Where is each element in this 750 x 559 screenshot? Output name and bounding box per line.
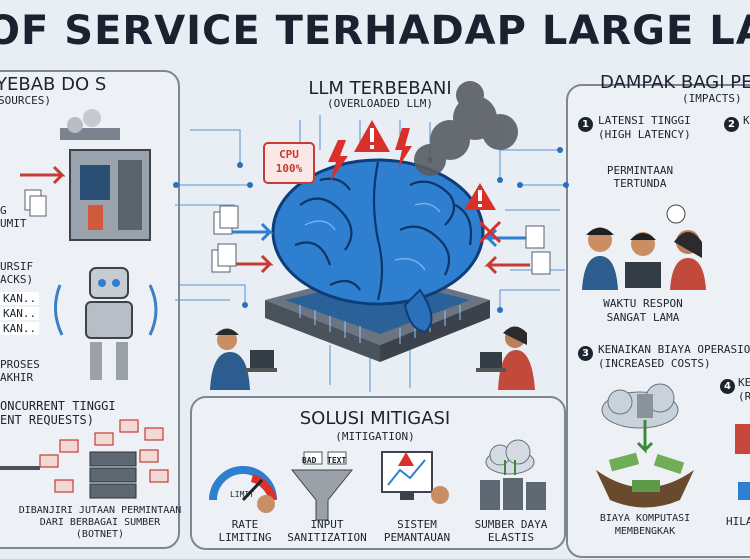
impact-3-line: KENAIKAN BIAYA OPERASIO	[598, 343, 750, 356]
response-line: WAKTU RESPON	[603, 297, 683, 310]
pending-line: PERMINTAAN	[606, 164, 674, 177]
cause-5-line: DIBANJIRI JUTAAN PERMINTAAN	[18, 505, 182, 516]
impacts-subheader: (IMPACTS)	[682, 92, 742, 105]
mitigation-subheader: (MITIGATION)	[335, 430, 415, 443]
cause-3-line: AKHIR	[0, 371, 34, 384]
impact-3-line: (INCREASED COSTS)	[598, 357, 711, 370]
mitigation-item-line: SISTEM	[397, 518, 437, 531]
mitigation-item-line: RATE	[231, 518, 259, 531]
person-icon	[210, 326, 535, 390]
cause-2-line: KAN..	[0, 292, 40, 305]
waiting-people-icon	[582, 204, 706, 290]
impact-1-line: (HIGH LATENCY)	[598, 128, 691, 141]
cause-1-line: G	[0, 204, 7, 217]
impact-2-label: K	[743, 114, 750, 127]
impact-4-line: (R	[738, 390, 750, 403]
mitigation-item-line: PEMANTAUAN	[383, 531, 451, 544]
impact-1-line: LATENSI TINGGI	[598, 114, 691, 127]
impact-1-number: 1	[578, 117, 593, 132]
mitigation-header: SOLUSI MITIGASI	[299, 408, 451, 429]
lightning-icon	[328, 128, 412, 182]
cause-5-line: DARI BERBAGAI SUMBER	[39, 517, 161, 528]
gauge-icon	[209, 466, 277, 513]
cpu-label: CPU	[279, 148, 299, 161]
cause-5-line: (BOTNET)	[75, 529, 125, 540]
arrow-icon	[228, 220, 530, 275]
cost-line: MEMBENGKAK	[614, 526, 676, 537]
causes-subheader: SOURCES)	[0, 94, 51, 107]
impacts-header: DAMPAK BAGI PE	[600, 72, 750, 93]
cloud-servers-icon	[480, 439, 546, 510]
document-icon	[211, 205, 551, 275]
server-machine-icon	[60, 109, 151, 241]
mitigation-item-line: INPUT	[310, 518, 344, 531]
cpu-value: 100%	[275, 162, 303, 175]
funnel-icon	[290, 451, 354, 521]
cause-4-line: ENT REQUESTS)	[0, 413, 94, 427]
server-stack-icon	[0, 451, 137, 499]
text-label: TEXT	[327, 456, 347, 465]
robot-icon	[54, 267, 158, 380]
gauge-label: LIMIT	[229, 490, 255, 499]
impacts-panel	[566, 84, 750, 558]
money-pit-icon	[596, 383, 694, 508]
response-line: SANGAT LAMA	[606, 311, 680, 324]
warning-icon	[354, 120, 496, 210]
impact-4-line: KE	[738, 376, 750, 389]
causes-header: YEBAB DO S	[0, 74, 107, 95]
cost-line: BIAYA KOMPUTASI	[599, 513, 691, 524]
monitor-icon	[381, 451, 449, 504]
mitigation-item-line: SUMBER DAYA	[474, 518, 548, 531]
mitigation-item-line: LIMITING	[218, 531, 272, 544]
smoke-plume	[414, 81, 518, 176]
center-header: LLM TERBEBANI	[308, 78, 452, 99]
mitigation-item-line: SANITIZATION	[287, 531, 367, 544]
impact-2-number: 2	[724, 117, 739, 132]
impact-tail-label: HILA	[726, 515, 750, 528]
cause-3-line: PROSES	[0, 358, 40, 371]
brain-graphic	[271, 158, 485, 334]
impact-4-number: 4	[720, 379, 735, 394]
cause-1-line: UMIT	[0, 217, 27, 230]
bad-text-label: BAD	[302, 456, 317, 465]
center-subheader: (OVERLOADED LLM)	[327, 97, 433, 110]
envelope-icon	[39, 419, 169, 493]
cause-2-line: KAN..	[0, 322, 40, 335]
cause-2-line: ACKS)	[0, 273, 34, 286]
impact-3-number: 3	[578, 346, 593, 361]
cause-2-line: URSIF	[0, 260, 34, 273]
cause-2-line: KAN..	[0, 307, 40, 320]
page-title: OF SERVICE TERHADAP LARGE LANGUAGE MODE	[0, 8, 750, 54]
pending-line: TERTUNDA	[613, 177, 667, 190]
mitigation-item-line: ELASTIS	[487, 531, 535, 544]
cause-4-line: ONCURRENT TINGGI	[0, 399, 116, 413]
